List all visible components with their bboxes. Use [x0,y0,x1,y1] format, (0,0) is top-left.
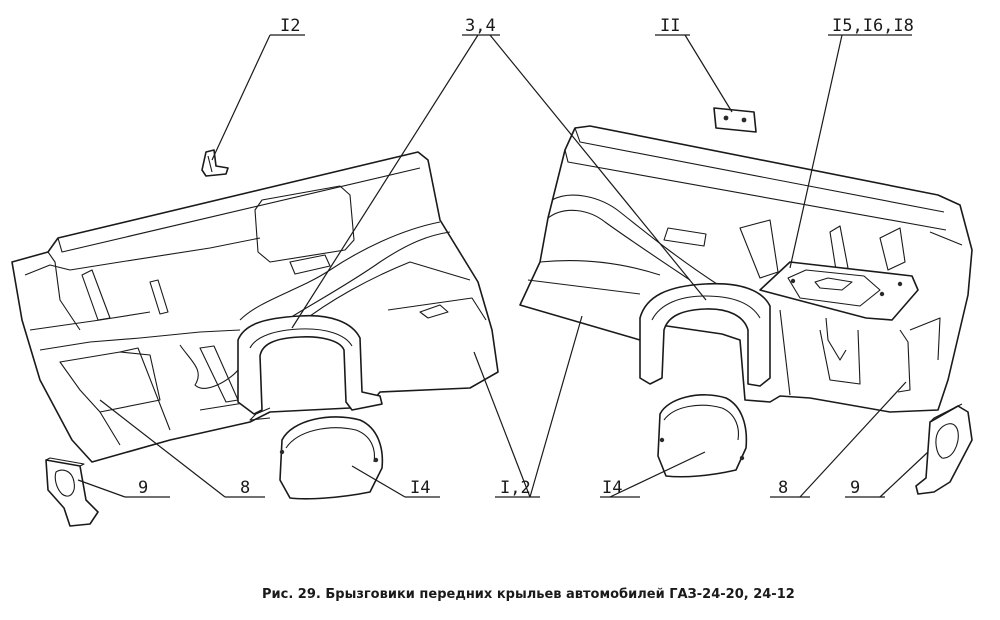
callout-12: I2 [280,16,300,36]
part-9-left-bracket [45,457,99,527]
callout-1-2: I,2 [500,478,531,498]
part-12-clip [201,149,229,177]
callout-3-4: 3,4 [465,16,496,36]
left-mudguard-panel [11,151,499,463]
callout-8-left: 8 [240,478,250,498]
callout-15-16-18: I5,I6,I8 [832,16,914,36]
callout-11: II [660,16,680,36]
part-14-right-shield [657,394,748,478]
callout-9-left: 9 [138,478,148,498]
part-11-plate [713,107,757,133]
leader-lines [77,34,929,498]
callout-14-left: I4 [410,478,430,498]
callout-8-right: 8 [778,478,788,498]
right-mudguard-panel [519,125,973,413]
part-14-left-shield [279,416,384,500]
part-9-right-bracket [915,403,973,495]
figure-caption: Рис. 29. Брызговики передних крыльев авт… [262,587,795,602]
callout-9-right: 9 [850,478,860,498]
callout-14-right: I4 [602,478,622,498]
